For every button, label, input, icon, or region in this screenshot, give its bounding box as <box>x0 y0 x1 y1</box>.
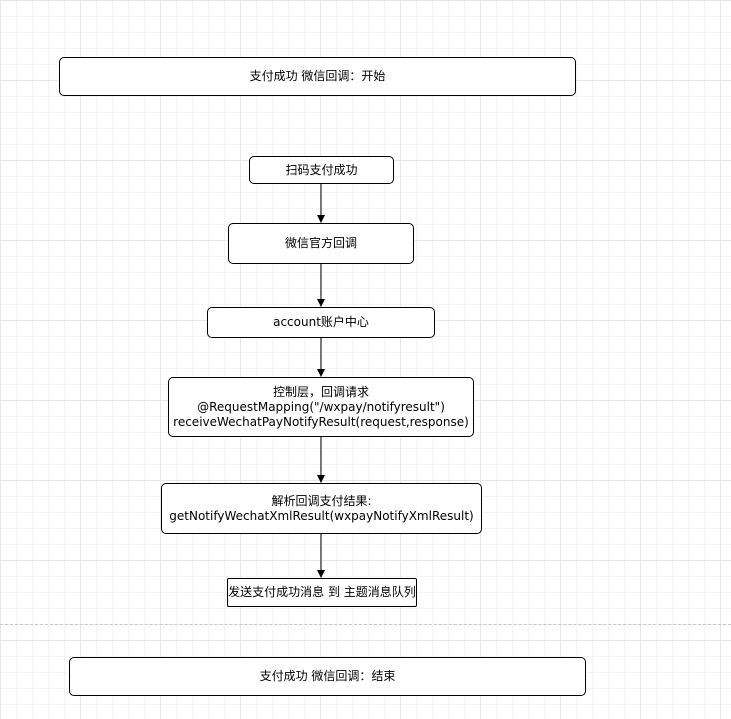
step-account-center[interactable]: account账户中心 <box>207 307 435 338</box>
step-label: 微信官方回调 <box>284 236 357 250</box>
step-parse-callback-result[interactable]: 解析回调支付结果: getNotifyWechatXmlResult(wxpay… <box>161 483 482 534</box>
start-node-label: 支付成功 微信回调：开始 <box>249 69 386 83</box>
step-label: 扫码支付成功 <box>285 162 358 177</box>
step-send-success-message[interactable]: 发送支付成功消息 到 主题消息队列 <box>227 578 417 607</box>
step-controller-callback-request[interactable]: 控制层，回调请求 @RequestMapping("/wxpay/notifyr… <box>168 377 474 437</box>
step-scan-payment-success[interactable]: 扫码支付成功 <box>249 156 394 184</box>
step-wechat-official-callback[interactable]: 微信官方回调 <box>228 223 414 264</box>
step-label: 发送支付成功消息 到 主题消息队列 <box>228 585 416 599</box>
end-node[interactable]: 支付成功 微信回调：结束 <box>69 657 586 696</box>
end-node-label: 支付成功 微信回调：结束 <box>259 669 396 683</box>
step-label-line-1: 控制层，回调请求 <box>272 384 369 399</box>
page-break-line <box>0 624 731 625</box>
start-node[interactable]: 支付成功 微信回调：开始 <box>59 57 576 96</box>
step-label-line-2: getNotifyWechatXmlResult(wxpayNotifyXmlR… <box>169 508 474 523</box>
step-label-line-1: 解析回调支付结果: <box>271 493 372 508</box>
step-label-line-2: @RequestMapping("/wxpay/notifyresult") <box>197 399 445 414</box>
step-label-line-3: receiveWechatPayNotifyResult(request,res… <box>173 414 469 429</box>
step-label: account账户中心 <box>273 315 369 329</box>
